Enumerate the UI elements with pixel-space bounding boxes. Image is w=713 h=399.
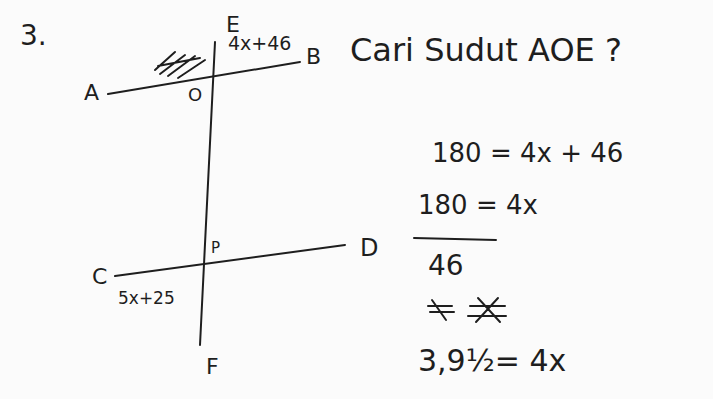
angle-expression: 5x+25 (118, 290, 175, 307)
equation-step: 180 = 4x (418, 192, 538, 218)
problem-number: 3. (20, 22, 47, 50)
equation-step: 180 = 4x + 46 (432, 140, 623, 166)
angle-expression: 4x+46 (228, 34, 291, 53)
point-label: E (226, 14, 240, 36)
point-label: P (211, 241, 220, 256)
crossed-out-work (428, 298, 506, 322)
point-label: B (306, 46, 321, 68)
line-ef (200, 42, 215, 345)
equation-step: 3,9½= 4x (418, 346, 566, 376)
equation-step: 46 (428, 252, 464, 280)
point-label: A (84, 82, 99, 104)
scribble (155, 52, 205, 78)
line-ab (108, 62, 300, 94)
line-cd (115, 245, 345, 276)
point-label: D (360, 236, 378, 260)
point-label: O (188, 86, 202, 104)
question-text: Cari Sudut AOE ? (350, 34, 622, 66)
point-label: C (92, 266, 107, 288)
fraction-bar (414, 238, 496, 240)
point-label: F (206, 356, 219, 378)
